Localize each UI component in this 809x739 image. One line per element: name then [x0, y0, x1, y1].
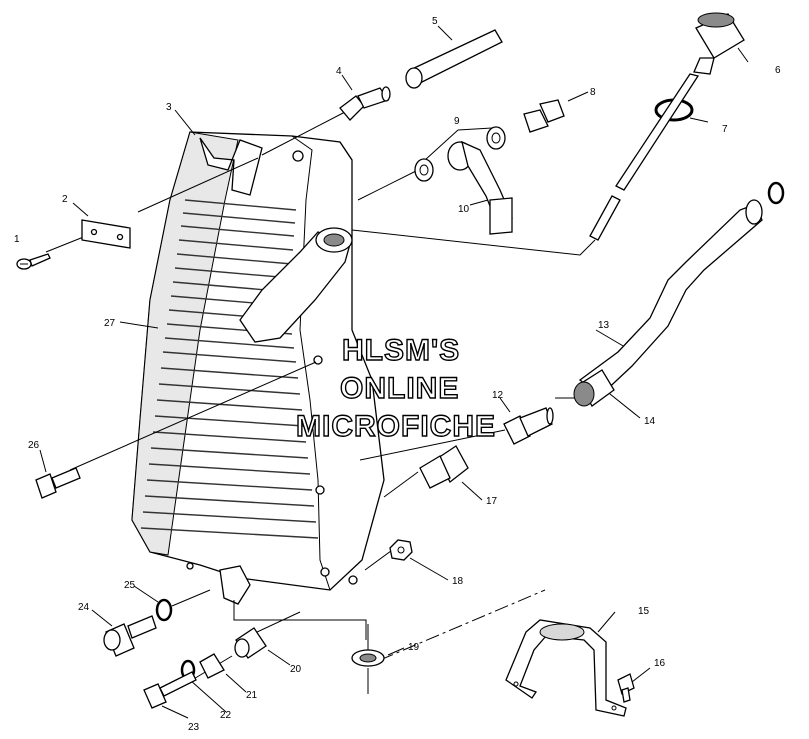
bolt-26: [35, 467, 81, 499]
fitting-4: [339, 86, 391, 121]
callout-labels: 1 2 3 4 5 6 7 8 9 10 12 13 14 15 16 17 1…: [14, 16, 781, 733]
callout-25: 25: [124, 580, 136, 591]
callout-8: 8: [590, 87, 596, 98]
hose-end-14: [573, 369, 615, 407]
fitting-12: [503, 407, 554, 445]
dipstick-rod: [589, 73, 700, 241]
callout-17: 17: [486, 496, 498, 507]
callout-16: 16: [654, 658, 666, 669]
callout-26: 26: [28, 440, 40, 451]
dipstick-cap-6: [693, 12, 745, 75]
callout-14: 14: [644, 416, 656, 427]
washer-25: [155, 598, 173, 622]
bolt-23: [143, 671, 197, 709]
callout-27: 27: [104, 318, 116, 329]
callout-22: 22: [220, 710, 232, 721]
callout-3: 3: [166, 102, 172, 113]
bushing-21: [199, 653, 225, 679]
leader-lines: [39, 25, 749, 719]
screw-16: [617, 673, 635, 703]
callout-19: 19: [408, 642, 420, 653]
washers-9: [414, 126, 506, 182]
plug-8: [523, 99, 565, 133]
watermark-line-1: HLSM'S: [342, 334, 460, 367]
callout-1: 1: [14, 234, 20, 245]
hose-5: [405, 29, 503, 89]
callout-18: 18: [452, 576, 464, 587]
callout-9: 9: [454, 116, 460, 127]
spacer-20: [234, 627, 267, 659]
bolt-24: [103, 615, 157, 657]
callout-20: 20: [290, 664, 302, 675]
callout-23: 23: [188, 722, 200, 733]
callout-7: 7: [722, 124, 728, 135]
nut-18: [389, 539, 413, 561]
sensor-17: [419, 445, 469, 489]
oil-tank: [131, 131, 385, 605]
callout-21: 21: [246, 690, 258, 701]
washer-upper-right: [767, 181, 785, 205]
bracket-15: [505, 619, 627, 717]
callout-15: 15: [638, 606, 650, 617]
hose-13: [578, 199, 763, 397]
callout-13: 13: [598, 320, 610, 331]
watermark-line-2: ONLINE: [340, 372, 459, 405]
callout-24: 24: [78, 602, 90, 613]
tank-ribs: [140, 199, 319, 539]
watermark: HLSM'S ONLINE MICROFICHE: [295, 333, 496, 443]
grommet-19: [351, 649, 385, 667]
callout-10: 10: [458, 204, 470, 215]
plate-2: [81, 219, 131, 249]
callout-6: 6: [775, 65, 781, 76]
banjo-fitting-10: [447, 140, 513, 235]
screw-1: [16, 253, 51, 270]
watermark-line-3: MICROFICHE: [296, 410, 496, 443]
callout-2: 2: [62, 194, 68, 205]
callout-12: 12: [492, 390, 504, 401]
callout-4: 4: [336, 66, 342, 77]
callout-5: 5: [432, 16, 438, 27]
